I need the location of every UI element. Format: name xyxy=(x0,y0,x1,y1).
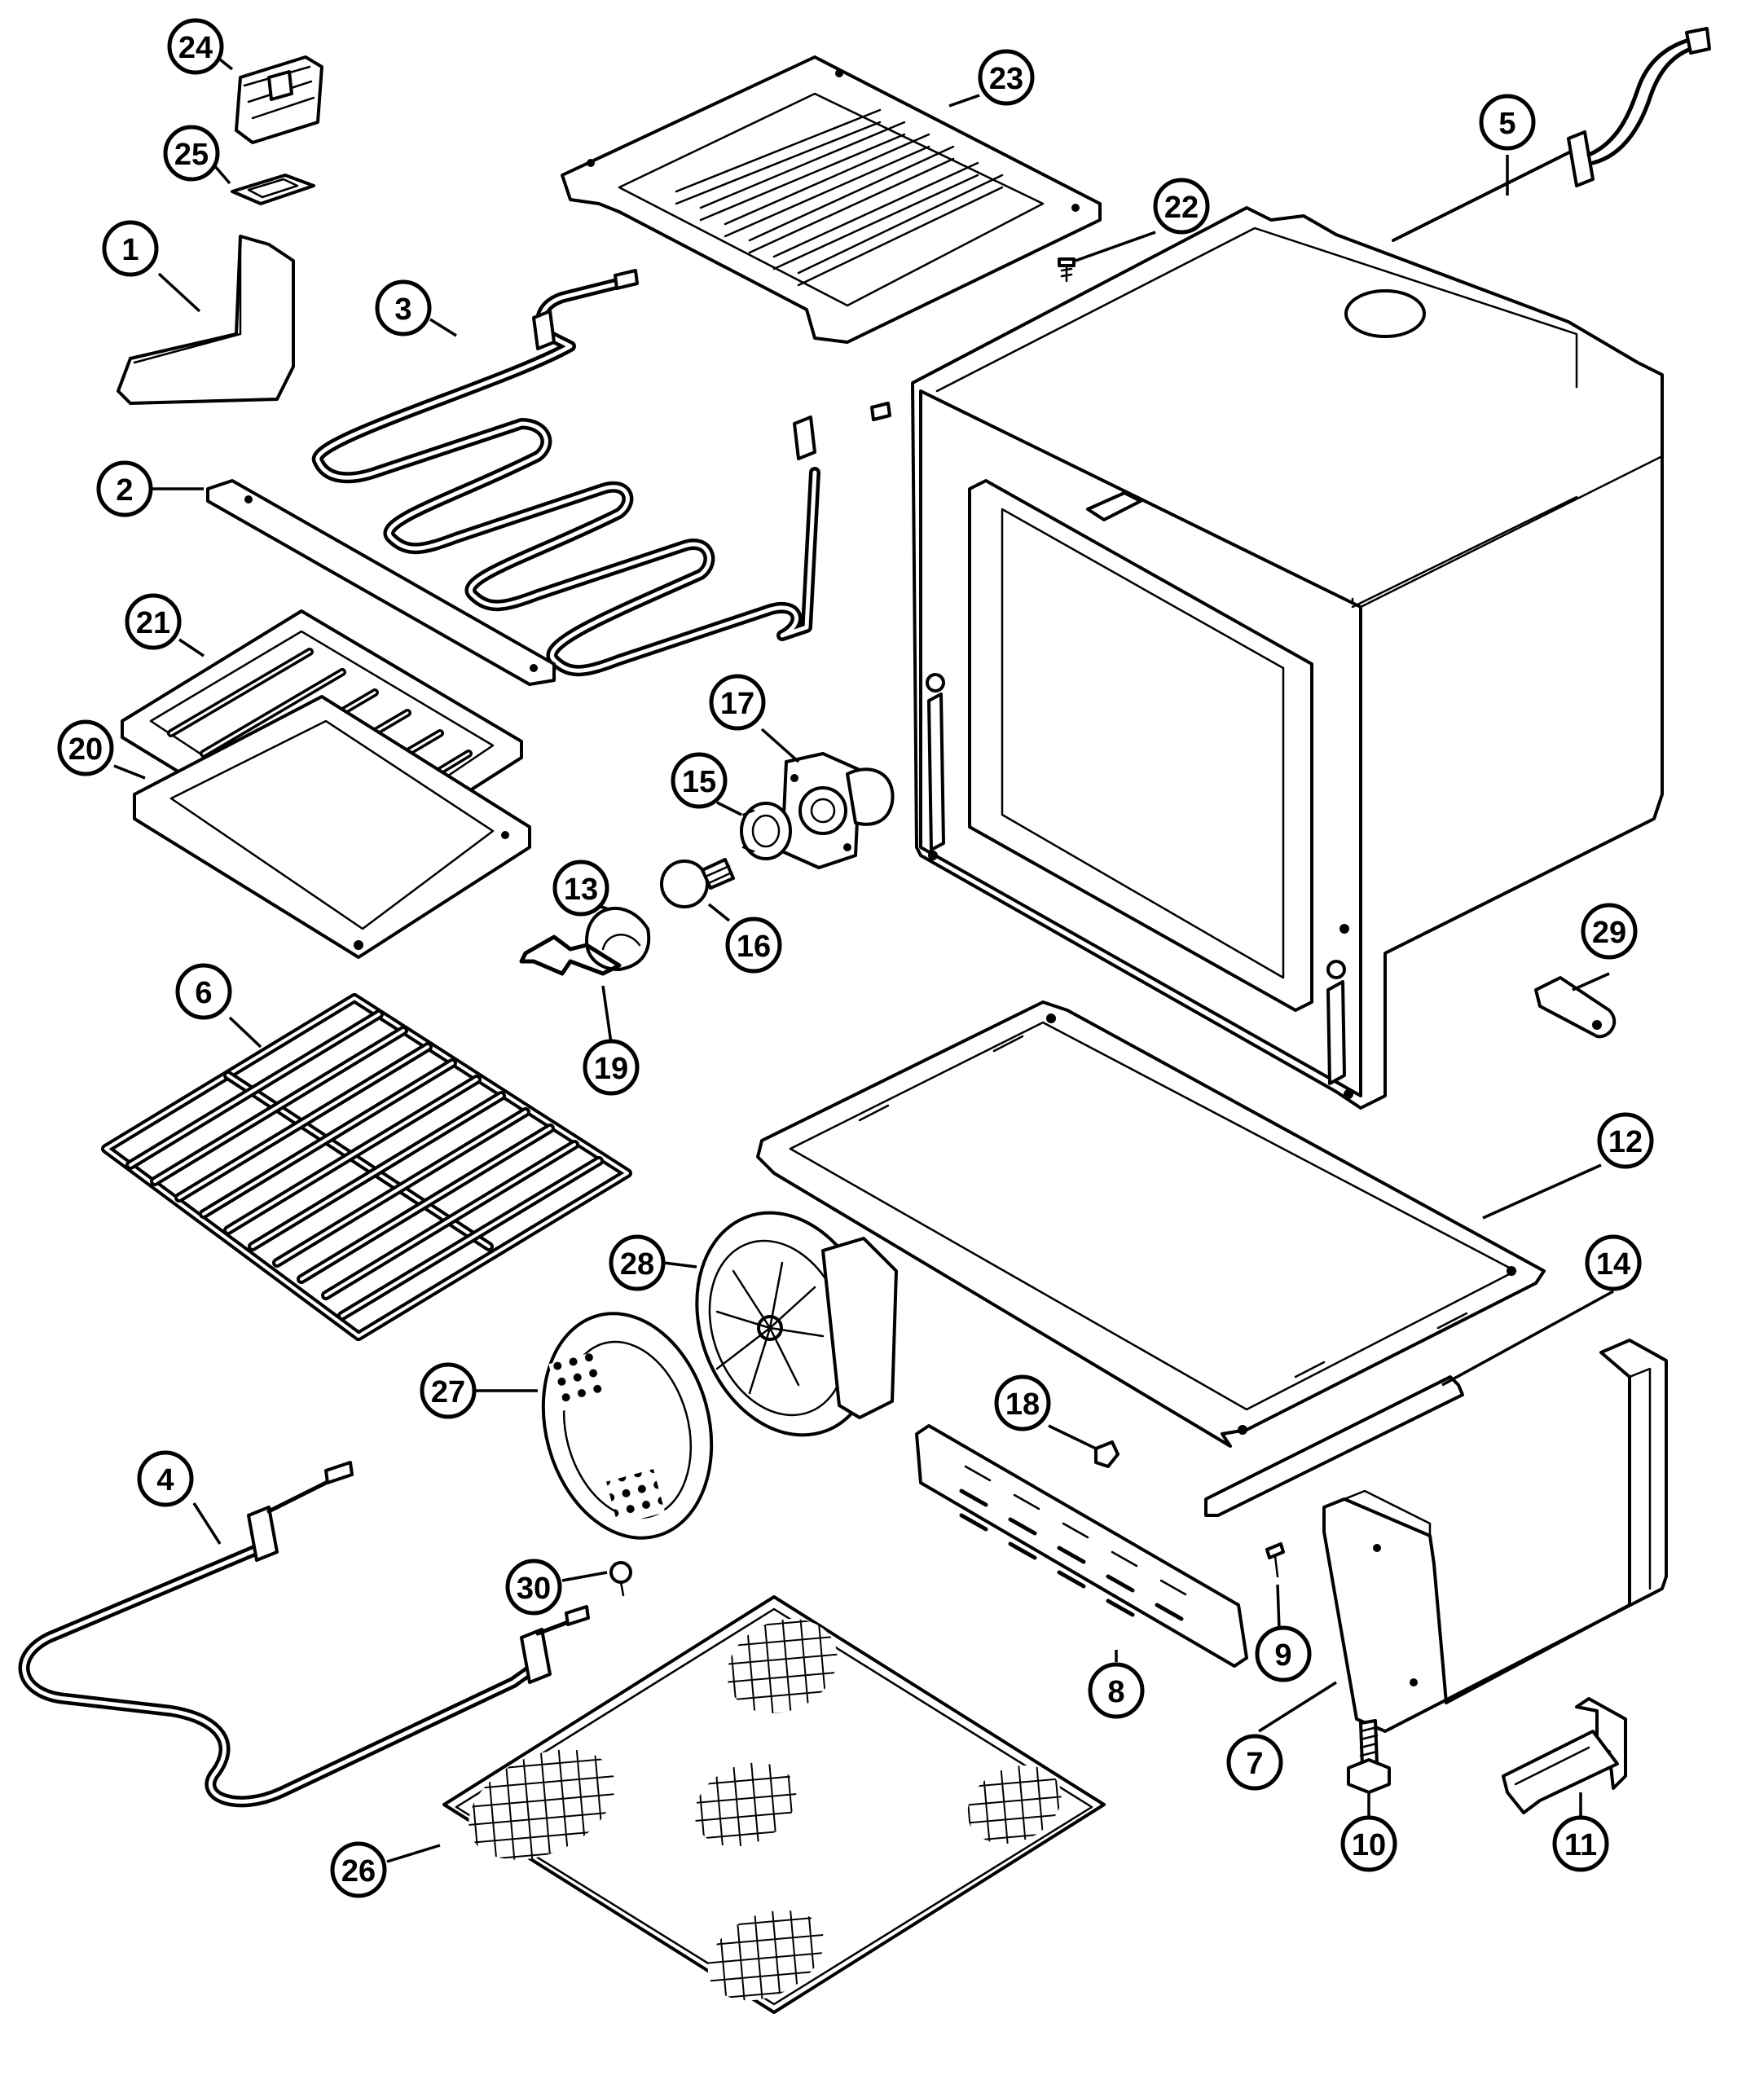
callout-label: 3 xyxy=(394,292,411,327)
callout-13: 13 xyxy=(552,860,609,917)
callout-label: 27 xyxy=(431,1375,465,1409)
callout-label: 12 xyxy=(1608,1125,1643,1159)
callout-label: 22 xyxy=(1164,191,1199,225)
leader-lines xyxy=(113,45,1614,1863)
callout-label: 17 xyxy=(720,687,754,721)
part-12-tray xyxy=(756,1000,1546,1448)
callout-label: 24 xyxy=(178,31,213,65)
callout-label: 5 xyxy=(1498,107,1515,141)
callout-label: 25 xyxy=(174,138,209,172)
callout-14: 14 xyxy=(1585,1234,1642,1291)
callout-label: 11 xyxy=(1564,1828,1597,1862)
callout-24: 24 xyxy=(167,18,224,75)
callout-label: 26 xyxy=(341,1854,376,1889)
callout-4: 4 xyxy=(137,1450,194,1507)
callout-label: 6 xyxy=(195,976,212,1010)
callout-3: 3 xyxy=(375,279,432,336)
callout-label: 21 xyxy=(136,606,170,640)
part-5-sensor xyxy=(1392,27,1711,242)
part-28-fan-motor xyxy=(695,1211,898,1437)
part-22-screw xyxy=(1058,257,1076,283)
callout-2: 2 xyxy=(96,460,153,517)
callout-9: 9 xyxy=(1255,1625,1312,1682)
part-11-anti-tip xyxy=(1502,1697,1627,1814)
callout-label: 14 xyxy=(1596,1247,1630,1282)
part-9-screw xyxy=(1265,1542,1285,1578)
callout-21: 21 xyxy=(125,593,182,650)
part-8-vent-panel xyxy=(915,1424,1248,1668)
part-4-bake-element xyxy=(18,1461,590,1808)
part-6-rack xyxy=(101,993,632,1341)
callout-23: 23 xyxy=(978,49,1035,106)
callout-7: 7 xyxy=(1226,1734,1283,1791)
callout-label: 16 xyxy=(737,930,771,964)
callout-18: 18 xyxy=(994,1374,1051,1431)
oven-cavity xyxy=(911,206,1664,1110)
part-27-fan-cover xyxy=(541,1312,714,1540)
callout-25: 25 xyxy=(163,125,220,182)
callout-label: 7 xyxy=(1246,1747,1263,1781)
callout-label: 15 xyxy=(682,765,716,799)
callout-label: 19 xyxy=(594,1052,628,1086)
callout-label: 18 xyxy=(1005,1387,1040,1422)
callout-28: 28 xyxy=(609,1234,666,1291)
callout-11: 11 xyxy=(1552,1815,1609,1872)
callout-label: 13 xyxy=(564,873,598,907)
callout-10: 10 xyxy=(1340,1815,1397,1872)
callout-20: 20 xyxy=(57,719,114,776)
part-14-rail xyxy=(1204,1375,1464,1517)
part-30-screw xyxy=(609,1561,632,1597)
part-16-bulb xyxy=(660,858,735,908)
part-24-box xyxy=(235,55,323,144)
callout-22: 22 xyxy=(1153,178,1210,235)
callout-label: 30 xyxy=(517,1572,551,1606)
callout-label: 28 xyxy=(620,1247,654,1282)
part-20-pan xyxy=(133,695,531,959)
callout-29: 29 xyxy=(1581,903,1638,960)
callout-5: 5 xyxy=(1479,94,1536,151)
callout-label: 20 xyxy=(68,732,103,767)
part-18-nut xyxy=(1094,1440,1120,1468)
part-26-bottom-panel xyxy=(442,1595,1106,2014)
callout-label: 10 xyxy=(1352,1828,1386,1862)
callout-label: 29 xyxy=(1592,916,1626,950)
part-13-lens xyxy=(585,906,651,971)
part-25-plate xyxy=(231,174,315,205)
callout-16: 16 xyxy=(725,917,782,974)
part-10-leveling-leg xyxy=(1347,1719,1391,1794)
callout-19: 19 xyxy=(583,1039,640,1096)
part-19-clip xyxy=(519,934,622,976)
callout-6: 6 xyxy=(175,963,232,1020)
callout-label: 2 xyxy=(116,473,133,508)
part-1-shield xyxy=(117,235,295,405)
callout-27: 27 xyxy=(420,1362,477,1419)
part-2-strip xyxy=(206,479,556,686)
part-23-deflector xyxy=(561,55,1102,344)
callout-17: 17 xyxy=(709,674,766,731)
callout-1: 1 xyxy=(102,220,159,277)
callout-label: 23 xyxy=(989,62,1023,96)
part-17-socket xyxy=(781,752,895,869)
callout-label: 9 xyxy=(1274,1638,1291,1673)
part-7-bracket-frame xyxy=(1322,1339,1668,1733)
callout-26: 26 xyxy=(330,1841,387,1898)
part-3-element xyxy=(311,269,891,677)
callout-label: 8 xyxy=(1107,1675,1124,1709)
part-15-ring xyxy=(740,802,792,860)
callout-12: 12 xyxy=(1597,1112,1654,1169)
callout-30: 30 xyxy=(505,1559,562,1616)
callout-8: 8 xyxy=(1088,1662,1145,1719)
callout-label: 1 xyxy=(121,233,139,267)
part-29-bracket xyxy=(1534,976,1617,1039)
callout-label: 4 xyxy=(156,1463,174,1497)
callout-15: 15 xyxy=(671,752,728,809)
